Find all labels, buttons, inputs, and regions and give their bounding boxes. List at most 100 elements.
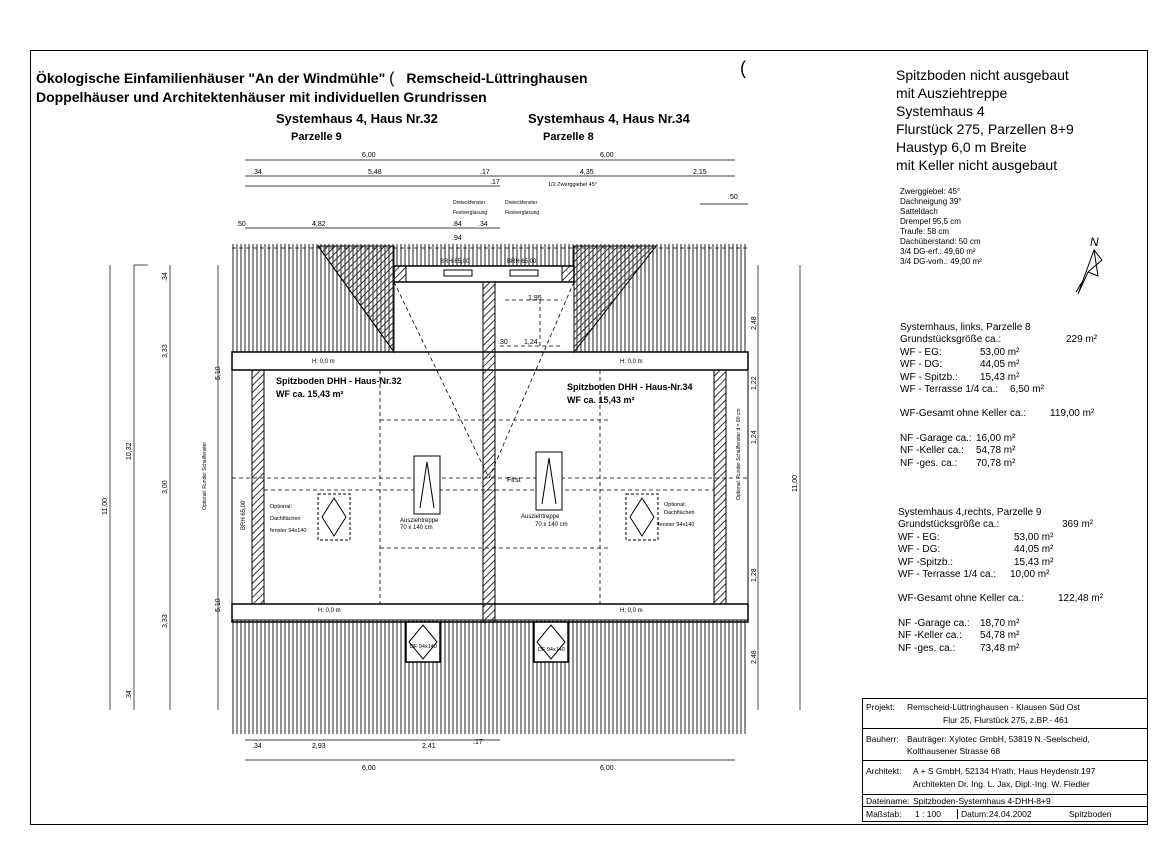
area-heading: Systemhaus 4,rechts, Parzelle 9 xyxy=(898,507,1042,518)
dim-left: 5,10 xyxy=(215,598,222,612)
tb-label: Maßstab: xyxy=(866,809,902,819)
plot-label: Grundstücksgröße ca.: xyxy=(900,334,1002,346)
spec-line: 3/4 DG-erf.: 49,60 m² xyxy=(900,247,976,256)
brh-right: BRH 65,00 xyxy=(507,259,537,265)
tb-projekt: Projekt: Remscheid-Lüttringhausen - Klau… xyxy=(863,699,1147,729)
area-value: 44,05 m² xyxy=(1014,544,1054,556)
roof-window-left xyxy=(405,621,441,663)
roof-bottom-strip xyxy=(232,620,748,734)
brh-left: BRH 65,00 xyxy=(440,259,470,265)
optional-window-right xyxy=(625,493,659,541)
total-label: WF-Gesamt ohne Keller ca.: xyxy=(898,593,1025,605)
dim-right: 1,22 xyxy=(751,376,758,390)
house-right-parcel: Parzelle 8 xyxy=(543,131,594,143)
area-value: 44,05 m² xyxy=(980,359,1020,371)
dim-inner: 1,24 xyxy=(524,339,538,346)
spec-line: Zwerggiebel: 45° xyxy=(900,187,961,196)
dim-right: 11,00 xyxy=(792,475,799,492)
area-label: WF - EG: xyxy=(898,531,940,543)
tb-label: Dateiname: xyxy=(866,796,910,806)
dim-left: 3,00 xyxy=(162,480,169,494)
house-right-title: Systemhaus 4, Haus Nr.34 xyxy=(528,111,690,126)
opt-right: Optional: xyxy=(664,502,686,508)
tb-value: Spitzboden xyxy=(1069,809,1112,819)
area-label: WF - EG: xyxy=(900,346,942,358)
tb-value: Remscheid-Lüttringhausen - Klausen Süd O… xyxy=(907,702,1080,712)
opt-right: fenster 94x140 xyxy=(658,522,694,528)
dim-left: .34 xyxy=(162,272,169,282)
df-right: DF 94x140 xyxy=(538,647,565,653)
tb-value: 24.04.2002 xyxy=(989,809,1032,819)
dreieck-right: Dreieckfenster xyxy=(505,200,538,206)
h-top-right: H: 0,0 m xyxy=(620,359,643,365)
attic-stair-right xyxy=(535,451,563,511)
opt-left: Optional: xyxy=(270,504,292,510)
h-top-left: H: 0,0 m xyxy=(312,359,335,365)
title-location: Remscheid-Lüttringhausen xyxy=(406,70,588,86)
dreieck-left: Festverglasung xyxy=(453,210,487,216)
dim-bottom: .34 xyxy=(252,743,262,750)
stair-left-size: 70 x 140 cm xyxy=(400,525,433,531)
room-left-area: WF ca. 15,43 m² xyxy=(276,389,344,399)
wall-right xyxy=(713,369,727,605)
area-value: 53,00 m² xyxy=(1014,531,1054,543)
stair-left-label: Ausziehtreppe xyxy=(400,518,439,524)
nf-label: NF -Keller ca.: xyxy=(900,445,964,457)
dim-bottom: .17 xyxy=(473,739,483,746)
h-lower-left: H: 0,0 m xyxy=(318,608,341,614)
area-table-left: Systemhaus, links, Parzelle 8 Grundstück… xyxy=(900,322,1110,470)
party-wall xyxy=(482,265,496,623)
tb-datei: Dateiname: Spitzboden-Systemhaus 4-DHH-8… xyxy=(863,795,1147,807)
nf-label: NF -ges. ca.: xyxy=(900,457,958,469)
pencil-mark: ( xyxy=(740,58,746,78)
nf-value: 70,78 m² xyxy=(976,457,1016,469)
desc-line: mit Ausziehtreppe xyxy=(896,85,1008,101)
dim-right: 1,24 xyxy=(751,430,758,444)
floor-plan: 6,00 6,00 .34 5,48 .17 .17 4,35 2,15 4,8… xyxy=(102,152,801,772)
dim-left: .34 xyxy=(126,690,133,700)
dim-top: .50 xyxy=(728,194,738,201)
title-block: Projekt: Remscheid-Lüttringhausen - Klau… xyxy=(862,698,1148,822)
dim-top: .34 xyxy=(252,169,262,176)
dim-left: 3,33 xyxy=(162,614,169,628)
dim-top: 4,35 xyxy=(580,169,594,176)
zwerggiebel-label: 1/2 Zwerggiebel 45° xyxy=(548,182,597,188)
area-table-right: Systemhaus 4,rechts, Parzelle 9 Grundstü… xyxy=(898,507,1118,655)
tb-label: Bauherr: xyxy=(866,734,899,744)
tb-bauherr: Bauherr: Bauträger: Xylotec GmbH, 53819 … xyxy=(863,729,1147,761)
nf-label: NF -ges. ca.: xyxy=(898,642,956,654)
dormer-right xyxy=(573,245,658,354)
stair-right-label: Ausziehtreppe xyxy=(521,514,560,520)
first-label: First xyxy=(507,477,521,484)
dim-top: .17 xyxy=(480,169,490,176)
tb-mass: Maßstab: 1 : 100 Datum: 24.04.2002 Spitz… xyxy=(863,807,1147,821)
total-value: 122,48 m² xyxy=(1058,593,1104,605)
dim-bottom: 2,41 xyxy=(422,743,436,750)
house-left-title: Systemhaus 4, Haus Nr.32 xyxy=(276,111,438,126)
area-label: WF -Spitzb.: xyxy=(898,556,954,568)
tb-label: Projekt: xyxy=(866,702,895,712)
tb-value: Kolthausener Strasse 68 xyxy=(907,746,1001,756)
dim-bottom: 6,00 xyxy=(362,765,376,772)
dim-top: .84 xyxy=(452,221,462,228)
side-label-left: Optional: Runder Schallfenster xyxy=(202,442,208,510)
area-label: WF - Terrasse 1/4 ca.: xyxy=(898,568,997,580)
area-label: WF - DG: xyxy=(898,544,941,556)
spec-line: Drempel 95,5 cm xyxy=(900,217,961,226)
area-value: 10,00 m² xyxy=(1010,568,1050,580)
plot-value: 229 m² xyxy=(1066,334,1098,346)
total-value: 119,00 m² xyxy=(1050,408,1095,420)
plot-value: 369 m² xyxy=(1062,519,1094,531)
area-heading: Systemhaus, links, Parzelle 8 xyxy=(900,322,1031,333)
h-lower-right: H: 0,0 m xyxy=(620,608,643,614)
dim-left: 3,33 xyxy=(162,344,169,358)
desc-line: Spitzboden nicht ausgebaut xyxy=(896,67,1069,83)
nf-label: NF -Garage ca.: xyxy=(900,432,972,444)
desc-line: Haustyp 6,0 m Breite xyxy=(896,139,1027,155)
tb-value: A + S GmbH, 52134 H'rath, Haus Heydenstr… xyxy=(913,766,1096,776)
title-line1: Ökologische Einfamilienhäuser "An der Wi… xyxy=(36,70,588,87)
spec-line: Satteldach xyxy=(900,207,938,216)
title-project: Ökologische Einfamilienhäuser "An der Wi… xyxy=(36,70,386,86)
dreieck-right: Festverglasung xyxy=(505,210,539,216)
drawing-frame xyxy=(30,50,1148,825)
